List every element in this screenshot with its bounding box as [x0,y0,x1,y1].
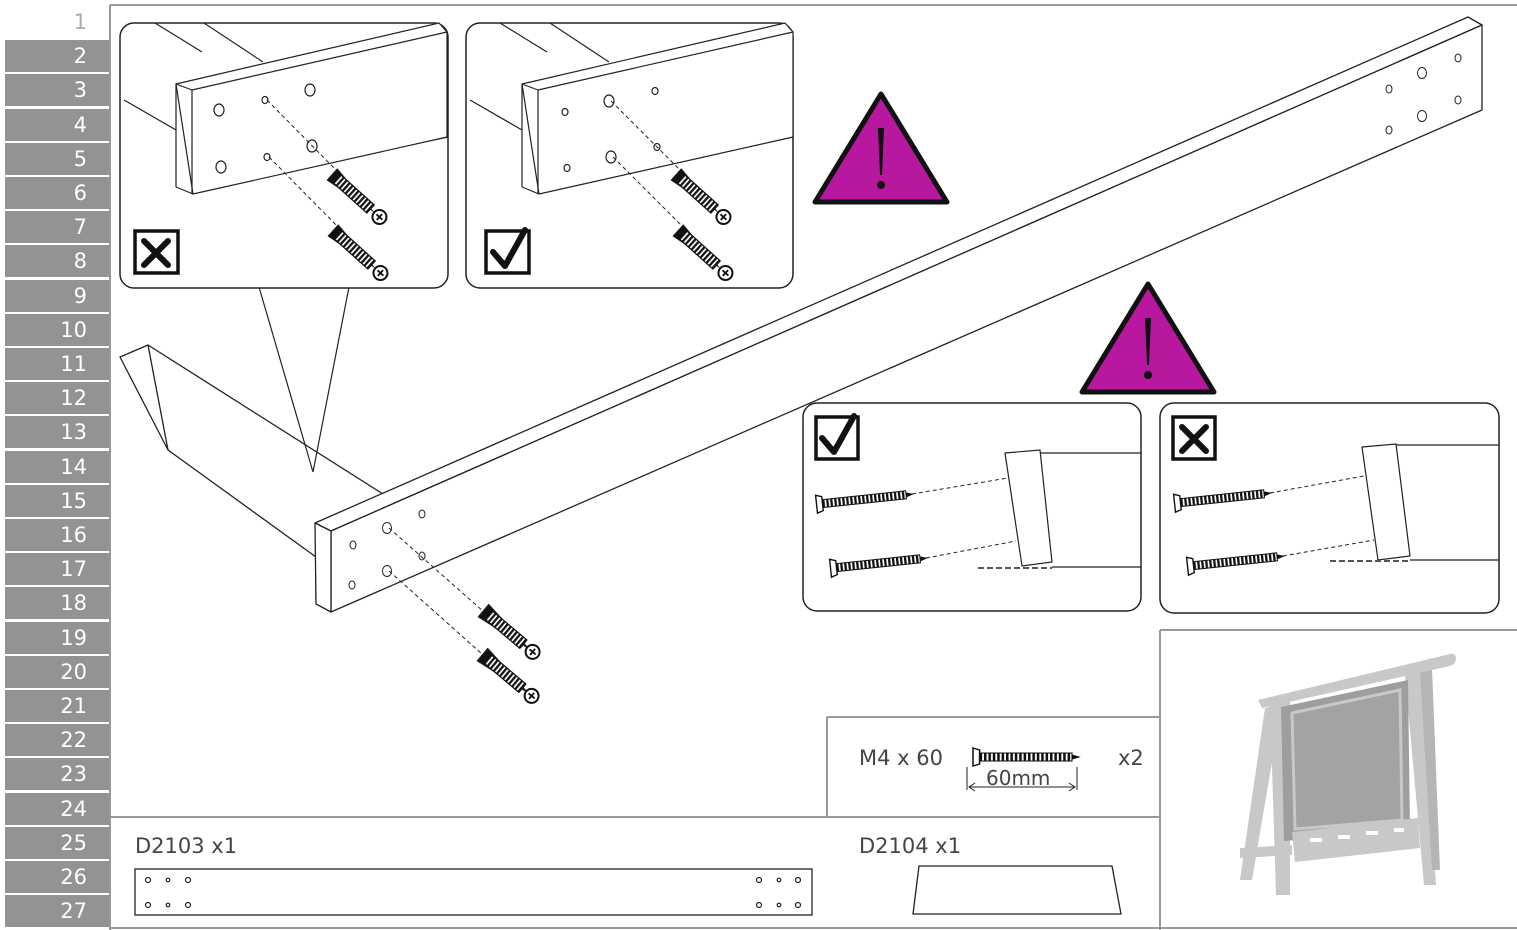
main-beam [119,16,1483,708]
step-button-24[interactable]: 24 [5,792,109,825]
step-button-4[interactable]: 4 [5,108,109,141]
step-button-20[interactable]: 20 [5,655,109,688]
step-button-14[interactable]: 14 [5,450,109,483]
step-button-8[interactable]: 8 [5,245,109,278]
step-button-9[interactable]: 9 [5,279,109,312]
cross-box-icon [133,229,180,275]
step-button-17[interactable]: 17 [5,553,109,586]
step-button-22[interactable]: 22 [5,724,109,757]
step-button-2[interactable]: 2 [5,40,109,73]
part-d2103-outline [134,868,813,916]
hardware-screw-icon [966,747,1082,792]
step-button-26[interactable]: 26 [5,861,109,893]
detail-correct-holes [465,22,794,289]
step-button-23[interactable]: 23 [5,758,109,791]
step-button-12[interactable]: 12 [5,382,109,415]
step-button-13[interactable]: 13 [5,416,109,449]
step-button-21[interactable]: 21 [5,690,109,722]
step-button-15[interactable]: 15 [5,484,109,517]
part-d2104-outline [912,865,1122,915]
hardware-spec-label: M4 x 60 [859,746,943,770]
detail-wrong-depth [1159,402,1500,614]
step-button-10[interactable]: 10 [5,313,109,346]
beam-holes [348,53,1462,590]
step-button-6[interactable]: 6 [5,177,109,209]
part-d2104-label: D2104 x1 [859,834,962,858]
detail-correct-depth [802,402,1142,612]
frame-lines [109,4,1517,930]
step-button-25[interactable]: 25 [5,826,109,859]
warning-triangle-icon [812,91,950,205]
detail-wrong-holes [119,22,449,289]
step-button-27[interactable]: 27 [5,895,109,928]
step-button-3[interactable]: 3 [5,74,109,107]
step-button-16[interactable]: 16 [5,519,109,551]
step-button-19[interactable]: 19 [5,621,109,654]
step-button-7[interactable]: 7 [5,211,109,244]
step-button-18[interactable]: 18 [5,587,109,620]
step-button-11[interactable]: 11 [5,348,109,380]
hardware-quantity: x2 [1118,746,1144,770]
checkmark-box-icon [484,227,531,275]
checkmark-box-icon [814,413,860,461]
easel-preview-image [1240,653,1456,895]
part-d2103-label: D2103 x1 [135,834,238,858]
callout-lines [258,286,350,473]
warning-triangle-icon [1079,281,1217,395]
hardware-length-label: 60mm [986,766,1051,790]
cross-box-icon [1171,415,1217,461]
step-button-1[interactable]: 1 [5,6,109,38]
step-button-5[interactable]: 5 [5,142,109,175]
